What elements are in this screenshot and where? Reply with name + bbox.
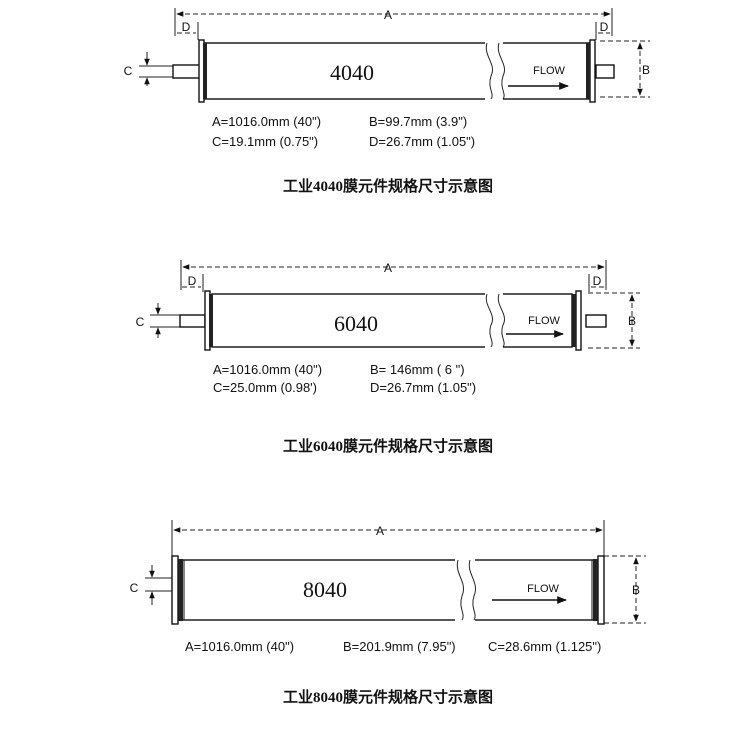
spec-a: A=1016.0mm (40") [185, 639, 294, 654]
dimension-d-right: D [588, 274, 605, 292]
spec-c: C=28.6mm (1.125") [488, 639, 601, 654]
spec-d: D=26.7mm (1.05") [370, 380, 476, 395]
dimension-b: B [604, 555, 646, 624]
dimension-d-left: D [177, 20, 199, 40]
pipe-stub-right [585, 314, 607, 328]
spec-b: B=99.7mm (3.9") [369, 114, 467, 129]
spec-c: C=19.1mm (0.75") [212, 134, 318, 149]
model-label: 6040 [334, 311, 378, 336]
pipe-stub-left [172, 64, 201, 79]
flow-label: FLOW [533, 65, 565, 77]
pipe-stub-left [179, 314, 206, 328]
flow-label: FLOW [527, 583, 559, 595]
dim-label-c: C [130, 581, 139, 595]
spec-a: A=1016.0mm (40") [212, 114, 321, 129]
model-label: 4040 [330, 60, 374, 85]
pipe-stub-right [595, 64, 615, 79]
caption: 工业6040膜元件规格尺寸示意图 [283, 437, 493, 455]
dim-label-b: B [642, 63, 650, 77]
dim-label-d-right: D [593, 274, 602, 288]
dim-label-d-left: D [182, 20, 191, 34]
end-cap-left [204, 290, 213, 351]
dim-label-a: A [384, 261, 392, 275]
dim-label-d-right: D [600, 20, 609, 34]
diagram-6040: A D D C B [136, 260, 640, 455]
end-cap-right [572, 290, 582, 351]
dimension-c: C [130, 565, 172, 605]
caption: 工业4040膜元件规格尺寸示意图 [283, 177, 493, 195]
dim-label-c: C [136, 315, 145, 329]
spec-d: D=26.7mm (1.05") [369, 134, 475, 149]
dimension-d-left: D [182, 274, 204, 292]
dimension-b: B [600, 40, 650, 98]
end-cap-left [171, 555, 185, 625]
spec-b: B= 146mm ( 6 ") [370, 362, 465, 377]
flow-label: FLOW [528, 315, 560, 327]
dimension-a: A [174, 8, 613, 36]
spec-b: B=201.9mm (7.95") [343, 639, 456, 654]
model-label: 8040 [303, 577, 347, 602]
membrane-body [204, 42, 590, 100]
dimension-c: C [124, 52, 174, 86]
end-cap-right [586, 39, 596, 103]
dim-label-c: C [124, 64, 133, 78]
dim-label-b: B [632, 583, 640, 597]
caption: 工业8040膜元件规格尺寸示意图 [283, 688, 493, 706]
dimension-a: A [171, 520, 605, 556]
dim-label-b: B [628, 314, 636, 328]
membrane-body [181, 559, 597, 621]
dimension-d-right: D [595, 20, 610, 40]
dimension-a: A [180, 260, 607, 290]
spec-a: A=1016.0mm (40") [213, 362, 322, 377]
dimension-b: B [588, 292, 640, 349]
dim-label-a: A [376, 524, 384, 538]
end-cap-left [198, 39, 207, 103]
diagram-4040: A D D C B [124, 8, 650, 195]
membrane-body [211, 293, 573, 348]
diagram-8040: A C B 8040 [130, 520, 646, 706]
dimension-c: C [136, 303, 180, 338]
dim-label-d-left: D [188, 274, 197, 288]
spec-c: C=25.0mm (0.98') [213, 380, 317, 395]
dim-label-a: A [384, 8, 392, 22]
end-cap-right [591, 555, 605, 625]
